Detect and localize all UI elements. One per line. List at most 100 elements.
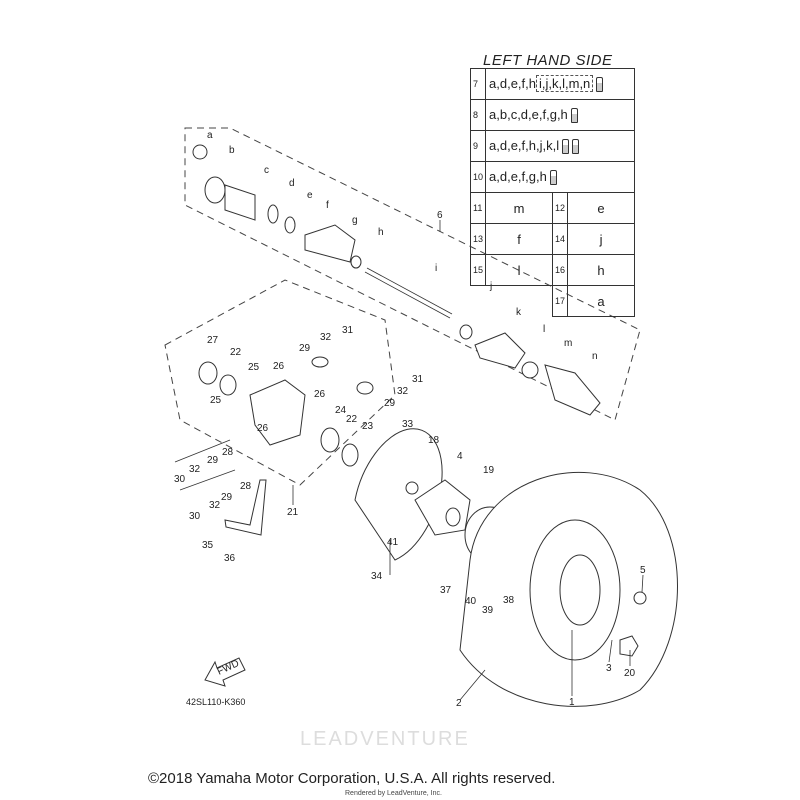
callout-5: 5 — [640, 565, 646, 576]
diagram-code: 42SL110-K360 — [186, 697, 246, 707]
callout-19: 19 — [483, 465, 495, 476]
row-part: m — [485, 192, 554, 224]
callout-26: 26 — [273, 361, 285, 372]
row-number: 17 — [552, 285, 569, 317]
table-row: 8 a,b,c,d,e,f,g,h — [469, 99, 636, 131]
row-part: j — [567, 223, 636, 255]
table-row: 10 a,d,e,f,g,h — [469, 161, 636, 193]
callout-33: 33 — [402, 419, 414, 430]
callout-27: 27 — [207, 335, 219, 346]
callout-23: 23 — [362, 421, 374, 432]
callout-28: 28 — [222, 447, 234, 458]
callout-i: i — [435, 263, 437, 274]
callout-e: e — [307, 190, 313, 201]
callout-c: c — [264, 165, 269, 176]
row-number: 9 — [469, 130, 487, 162]
boxed-parts: i,j,k,l,m,n — [536, 74, 594, 92]
callout-2: 2 — [456, 698, 462, 709]
wheel-and-tire — [459, 471, 678, 707]
callout-29: 29 — [299, 343, 311, 354]
row-number: 11 — [469, 192, 487, 224]
callout-31: 31 — [342, 325, 354, 336]
callout-35: 35 — [202, 540, 214, 551]
callout-40: 40 — [465, 596, 477, 607]
row-part: e — [567, 192, 636, 224]
callout-32: 32 — [397, 386, 409, 397]
callout-18: 18 — [428, 435, 440, 446]
row-number: 13 — [469, 223, 487, 255]
row-number: 7 — [469, 68, 487, 100]
watermark: LEADVENTURE — [300, 728, 470, 750]
row-number: 14 — [552, 223, 569, 255]
row-number: 8 — [469, 99, 487, 131]
callout-25: 25 — [248, 362, 260, 373]
row-parts: a,d,e,f,h,j,k,l — [485, 130, 636, 162]
callout-24: 24 — [335, 405, 347, 416]
callout-26: 26 — [257, 423, 269, 434]
bottle-icon — [572, 139, 580, 155]
knuckle-group-outline — [164, 279, 396, 486]
callout-22: 22 — [346, 414, 358, 425]
callout-1: 1 — [569, 697, 575, 708]
row-parts: a,d,e,f,g,h — [485, 161, 636, 193]
callout-36: 36 — [224, 553, 236, 564]
callout-32: 32 — [320, 332, 332, 343]
row-parts: a,b,c,d,e,f,g,h — [485, 99, 636, 131]
callout-25: 25 — [210, 395, 222, 406]
callout-3: 3 — [606, 663, 612, 674]
callout-20: 20 — [624, 668, 636, 679]
rendered-by: Rendered by LeadVenture, Inc. — [345, 790, 442, 797]
callout-37: 37 — [440, 585, 452, 596]
callout-21: 21 — [287, 507, 299, 518]
row-part: f — [485, 223, 554, 255]
copyright: ©2018 Yamaha Motor Corporation, U.S.A. A… — [148, 770, 556, 787]
callout-a: a — [207, 130, 213, 141]
row-number: 16 — [552, 254, 569, 286]
drive-shaft-group-outline — [184, 127, 641, 421]
row-number: 10 — [469, 161, 487, 193]
callout-38: 38 — [503, 595, 515, 606]
callout-n: n — [592, 351, 598, 362]
leader-lines — [292, 220, 644, 701]
callout-29: 29 — [384, 398, 396, 409]
callout-h: h — [378, 227, 384, 238]
callout-22: 22 — [230, 347, 242, 358]
callout-29: 29 — [207, 455, 219, 466]
callout-l: l — [543, 324, 545, 335]
bottle-icon — [570, 108, 578, 124]
callout-31: 31 — [412, 374, 424, 385]
callout-j: j — [489, 281, 492, 292]
callout-g: g — [352, 215, 358, 226]
callout-32: 32 — [189, 464, 201, 475]
callout-b: b — [229, 145, 235, 156]
row-part: a — [567, 285, 636, 317]
table-row: 9 a,d,e,f,h,j,k,l — [469, 130, 636, 162]
callout-m: m — [564, 338, 572, 349]
row-number: 12 — [552, 192, 569, 224]
callout-30: 30 — [174, 474, 186, 485]
callout-39: 39 — [482, 605, 494, 616]
bottle-icon — [562, 139, 570, 155]
callout-26: 26 — [314, 389, 326, 400]
callout-6: 6 — [437, 210, 443, 221]
callout-d: d — [289, 178, 295, 189]
bottle-icon — [596, 77, 604, 93]
callout-k: k — [516, 307, 522, 318]
callout-30: 30 — [189, 511, 201, 522]
callout-f: f — [326, 200, 329, 211]
drive-shaft — [192, 144, 601, 416]
bottle-icon — [549, 170, 557, 186]
callout-41: 41 — [387, 537, 399, 548]
callout-28: 28 — [240, 481, 252, 492]
callout-labels: a b c d e f g h i 6 j k l m n 27 22 25 3… — [174, 130, 646, 709]
knuckle-assembly — [174, 356, 516, 575]
left-hand-side-title: LEFT HAND SIDE — [483, 52, 613, 69]
